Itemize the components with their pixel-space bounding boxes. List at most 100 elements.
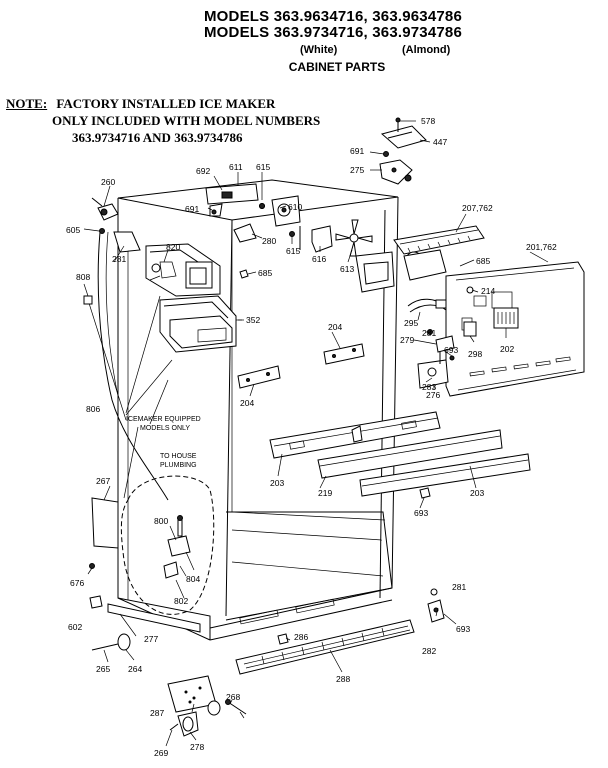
part-label-275: 275 — [350, 165, 364, 175]
fan-blade-613 — [335, 219, 373, 257]
part-label-219: 219 — [318, 488, 332, 498]
part-label-207: 207,762 — [462, 203, 493, 213]
part-label-610: 610 — [288, 202, 302, 212]
part-label-615-mid: 615 — [286, 246, 300, 256]
mullion-bracket-left — [237, 365, 281, 389]
part-label-277: 277 — [144, 634, 158, 644]
part-label-295: 295 — [404, 318, 418, 328]
mullion-rail-219 — [317, 429, 503, 479]
part-label-676: 676 — [70, 578, 84, 588]
part-label-281-mid: 281 — [422, 328, 436, 338]
mullion-rail-203-upper — [269, 411, 441, 459]
icemaker-annotation-2: MODELS ONLY — [140, 425, 190, 432]
part-label-692: 692 — [196, 166, 210, 176]
color-white-label: (White) — [300, 44, 338, 56]
part-label-611: 611 — [229, 162, 243, 172]
part-label-820: 820 — [166, 242, 180, 252]
part-label-691-top: 691 — [350, 146, 364, 156]
part-label-615-top: 615 — [256, 162, 270, 172]
part-label-287: 287 — [150, 708, 164, 718]
part-label-267: 267 — [96, 476, 110, 486]
part-label-298: 298 — [468, 349, 482, 359]
part-label-283: 283 — [422, 382, 436, 392]
part-label-280: 280 — [262, 236, 276, 246]
part-label-260: 260 — [101, 177, 115, 187]
mullion-bracket-right — [323, 343, 365, 365]
hinge-260 — [91, 197, 119, 221]
part-label-602: 602 — [68, 622, 82, 632]
part-label-806: 806 — [86, 404, 100, 414]
ice-maker-assembly — [145, 243, 221, 297]
color-almond-label: (Almond) — [402, 44, 451, 56]
part-label-268: 268 — [226, 692, 240, 702]
part-label-281-bottom: 281 — [452, 582, 466, 592]
part-label-288: 288 — [336, 674, 350, 684]
roller-264 — [91, 633, 131, 651]
part-label-264: 264 — [128, 664, 142, 674]
plate-267 — [91, 497, 119, 549]
part-label-279: 279 — [400, 335, 414, 345]
note-line-1: FACTORY INSTALLED ICE MAKER — [56, 96, 276, 111]
part-label-278: 278 — [190, 742, 204, 752]
screw-578 — [395, 117, 401, 132]
caster-wheel — [207, 700, 221, 716]
part-label-204-right: 204 — [328, 322, 342, 332]
water-line-tube — [97, 231, 169, 501]
factory-note: NOTE: FACTORY INSTALLED ICE MAKER — [6, 96, 275, 111]
switch-202 — [493, 307, 519, 329]
section-title: CABINET PARTS — [288, 60, 386, 74]
part-label-693-bottom: 693 — [456, 624, 470, 634]
plumbing-annotation-1: TO HOUSE — [160, 453, 197, 460]
part-label-214: 214 — [481, 286, 495, 296]
part-label-286: 286 — [294, 632, 308, 642]
note-line-2: ONLY INCLUDED WITH MODEL NUMBERS — [52, 113, 321, 128]
screw-269 — [169, 723, 179, 731]
part-label-269: 269 — [154, 748, 168, 758]
part-label-808: 808 — [76, 272, 90, 282]
roller-278 — [177, 711, 199, 737]
part-label-693-mid: 693 — [444, 345, 458, 355]
air-duct-207 — [393, 225, 485, 255]
part-label-202: 202 — [500, 344, 514, 354]
part-label-613: 613 — [340, 264, 354, 274]
part-label-203-lower: 203 — [470, 488, 484, 498]
part-label-282: 282 — [422, 646, 436, 656]
light-cover-447 — [380, 125, 427, 149]
part-label-203-upper: 203 — [270, 478, 284, 488]
models-line-1: MODELS 363.9634716, 363.9634786 — [203, 8, 463, 25]
note-line-3: 363.9734716 AND 363.9734786 — [72, 130, 243, 145]
part-label-204-left: 204 — [240, 398, 254, 408]
models-line-2: MODELS 363.9734716, 363.9734786 — [203, 24, 463, 41]
fan-motor-610 — [271, 195, 301, 227]
part-label-800: 800 — [154, 516, 168, 526]
thermostat-276 — [417, 352, 449, 389]
light-socket-275 — [379, 159, 413, 185]
part-label-201: 201,762 — [526, 242, 557, 252]
part-label-802: 802 — [174, 596, 188, 606]
plate-287 — [167, 675, 217, 713]
part-label-804: 804 — [186, 574, 200, 584]
evaporator-cover — [355, 249, 447, 293]
wiring-harness-295 — [407, 298, 447, 313]
icemaker-zone-outline — [120, 475, 215, 615]
leveler-282 — [427, 599, 445, 623]
part-label-276: 276 — [426, 390, 440, 400]
leader-lines — [87, 120, 549, 747]
part-label-605: 605 — [66, 225, 80, 235]
ice-bucket — [159, 295, 244, 353]
mullion-rail-203-lower — [359, 453, 531, 497]
plumbing-annotation-2: PLUMBING — [160, 462, 197, 469]
thermostat-area — [205, 183, 265, 217]
base-grille-288 — [235, 619, 415, 675]
icemaker-annotation-1: ICEMAKER EQUIPPED — [126, 416, 201, 423]
part-label-616: 616 — [312, 254, 326, 264]
part-label-578: 578 — [421, 116, 435, 126]
part-label-693-mid2: 693 — [414, 508, 428, 518]
screw-268 — [225, 699, 247, 715]
part-label-691-mid: 691 — [185, 204, 199, 214]
part-label-685-left: 685 — [258, 268, 272, 278]
water-valve-800 — [163, 515, 195, 579]
part-label-352: 352 — [246, 315, 260, 325]
part-label-281-left: 281 — [112, 254, 126, 264]
